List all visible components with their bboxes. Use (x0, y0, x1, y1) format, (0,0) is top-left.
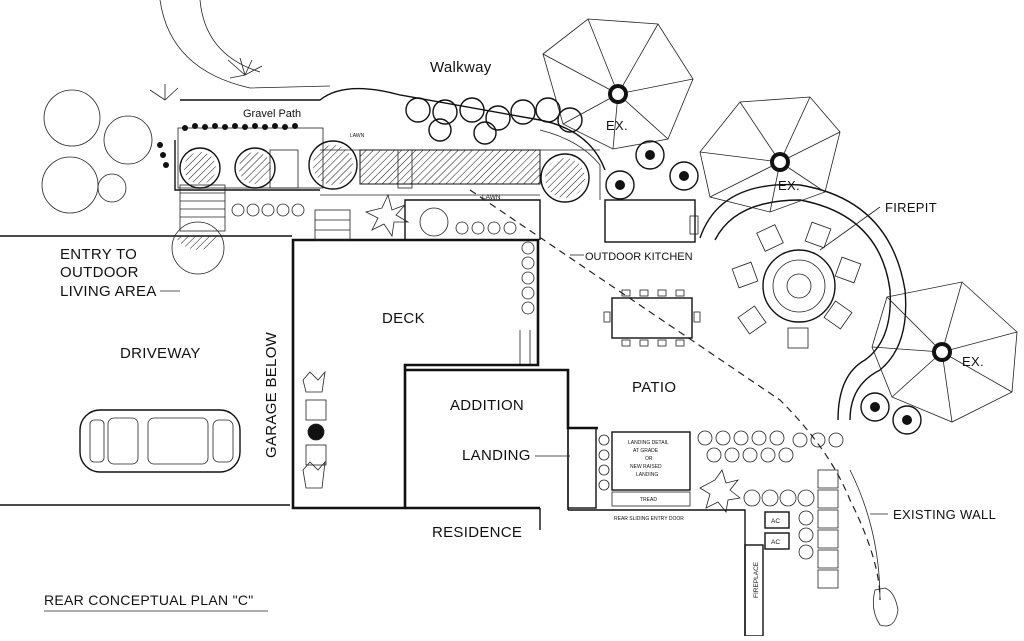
entry-label-3: LIVING AREA (60, 283, 157, 300)
firepit-label: FIREPIT (885, 200, 937, 215)
gravel-path-label: Gravel Path (243, 108, 301, 120)
shrubs (41, 57, 922, 627)
landing-detail-2: AT GRADE (633, 448, 659, 454)
fireplace-label: FIREPLACE (753, 561, 760, 598)
landing-detail-3: OR (645, 456, 653, 462)
lawn-small-label: LAWN (350, 133, 365, 139)
walkway-label: Walkway (430, 59, 492, 76)
patio-walls (539, 129, 907, 421)
ex-label-1: EX. (606, 118, 628, 133)
addition-label: ADDITION (450, 397, 524, 414)
deck-furniture (302, 370, 327, 489)
existing-trees (542, 18, 1018, 423)
ex-label-2: EX. (778, 178, 800, 193)
rear-door-label: REAR SLIDING ENTRY DOOR (614, 516, 684, 522)
existing-wall-label: EXISTING WALL (893, 507, 996, 522)
ac-label-1: AC (771, 518, 780, 525)
plan-title: REAR CONCEPTUAL PLAN "C" (44, 592, 254, 608)
ac-label-2: AC (771, 539, 780, 546)
entry-label-2: OUTDOOR (60, 264, 139, 281)
entry-label-1: ENTRY TO (60, 246, 137, 263)
driveway-label: DRIVEWAY (120, 345, 201, 362)
deck-label: DECK (382, 310, 425, 327)
lawn-label: LAWN (482, 194, 501, 201)
garage-below-label: GARAGE BELOW (263, 331, 280, 458)
residence-label: RESIDENCE (432, 524, 522, 541)
landing-detail-4: NEW RAISED (630, 464, 662, 470)
outdoor-kitchen-label: OUTDOOR KITCHEN (585, 251, 693, 263)
plan-labels: Walkway Gravel Path LAWN LAWN ENTRY TO O… (44, 59, 996, 612)
landing-detail-1: LANDING DETAIL (628, 440, 669, 446)
patio-label: PATIO (632, 379, 676, 396)
ex-label-3: EX. (962, 354, 984, 369)
tread-label: TREAD (640, 497, 657, 503)
building-outline (0, 235, 839, 637)
walkway-paths (159, 0, 881, 601)
landing-label: LANDING (462, 447, 531, 464)
car-icon (79, 409, 241, 473)
landing-detail-5: LANDING (636, 472, 658, 478)
